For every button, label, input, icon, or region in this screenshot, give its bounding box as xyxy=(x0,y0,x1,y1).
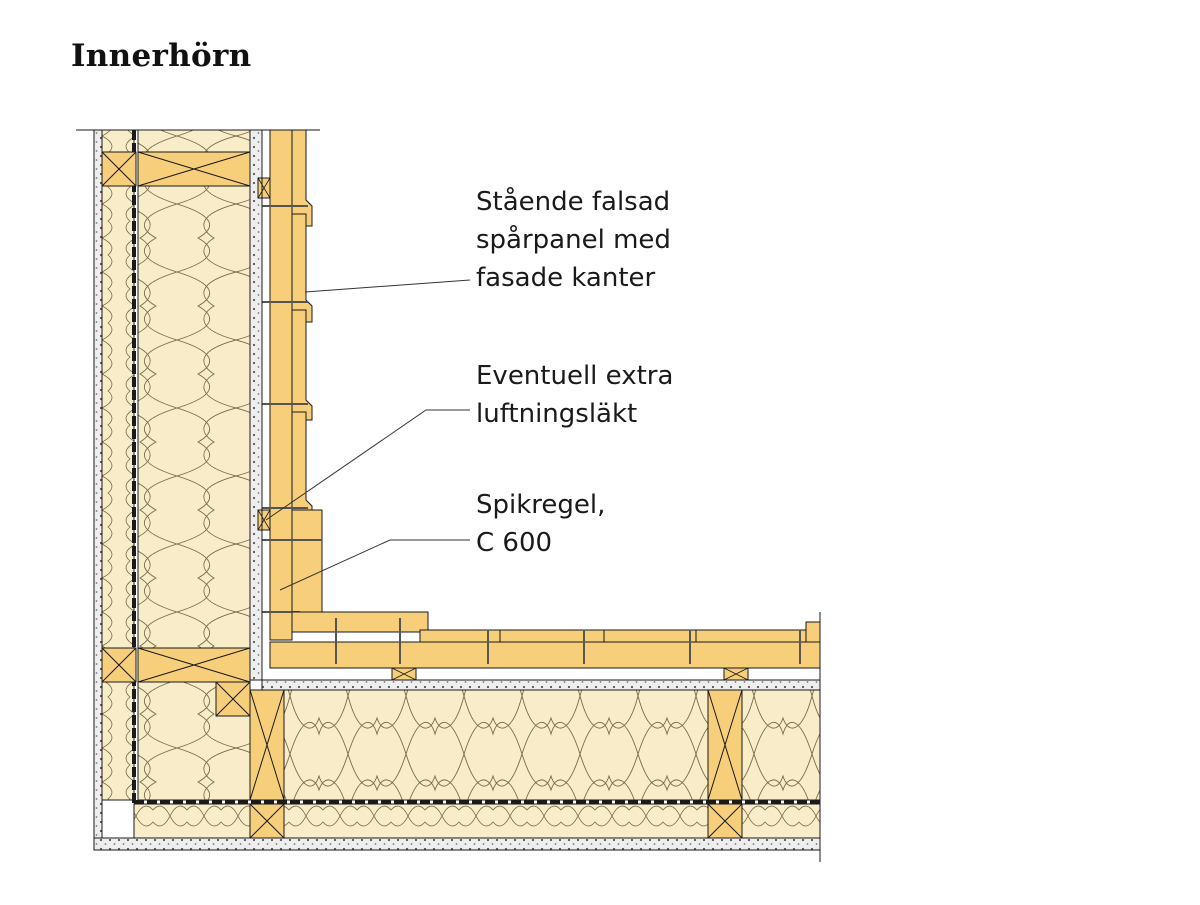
leader-panel xyxy=(304,279,471,293)
inner-insulation-bottom xyxy=(133,803,821,839)
stud-top-left xyxy=(101,151,251,187)
leader-nailing-batten xyxy=(279,539,470,591)
stud-corner-bottom xyxy=(249,689,285,839)
bottom-laths xyxy=(391,667,749,681)
stud-corner-left xyxy=(101,647,251,717)
leader-lines xyxy=(265,279,471,591)
label-panel-line-2: spårpanel med xyxy=(476,225,671,255)
label-panel-line-1: Stående falsad xyxy=(476,187,671,217)
panel-nails-horizontal xyxy=(335,618,801,664)
interior-board-bottom xyxy=(93,837,821,851)
inner-insulation-left xyxy=(101,129,135,801)
label-extra-lath-line-1: Eventuell extra xyxy=(476,361,674,391)
vertical-panel-boards xyxy=(291,129,323,613)
bottom-wall xyxy=(93,679,821,851)
left-wall xyxy=(93,129,263,851)
wind-barrier-left xyxy=(249,129,263,681)
page-title: Innerhörn xyxy=(71,38,252,74)
nailing-batten-horizontal xyxy=(269,641,821,669)
label-extra-lath-line-2: luftningsläkt xyxy=(476,399,638,429)
label-panel-line-3: fasade kanter xyxy=(476,263,656,293)
label-extra-lath: Eventuell extra luftningsläkt xyxy=(476,357,673,433)
label-panel: Stående falsad spårpanel med fasade kant… xyxy=(476,183,671,297)
wind-barrier-bottom xyxy=(261,679,821,691)
interior-board-left xyxy=(93,129,103,851)
vertical-cladding xyxy=(257,129,323,641)
break-lines xyxy=(76,129,821,862)
leader-extra-lath xyxy=(265,409,470,521)
horizontal-cladding xyxy=(269,611,821,681)
label-nailing-batten-line-2: C 600 xyxy=(476,528,553,558)
stud-right-bottom xyxy=(707,689,743,839)
horizontal-panel-boards xyxy=(291,611,821,643)
label-nailing-batten-line-1: Spikregel, xyxy=(476,490,606,520)
label-nailing-batten: Spikregel, C 600 xyxy=(476,486,605,562)
